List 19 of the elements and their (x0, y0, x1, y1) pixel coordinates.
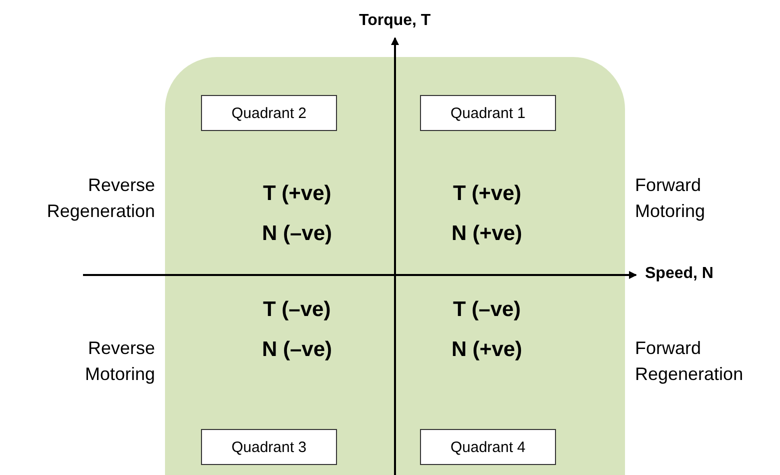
quadrant-background (165, 57, 625, 475)
sign-label: N (–ve) (262, 338, 332, 362)
quadrant-label: Quadrant 1 (420, 95, 556, 131)
sign-label: N (+ve) (452, 222, 522, 246)
quadrant-label: Quadrant 2 (201, 95, 337, 131)
sign-label: N (–ve) (262, 222, 332, 246)
quadrant-label: Quadrant 4 (420, 429, 556, 465)
sign-label: T (+ve) (453, 182, 522, 206)
quadrant-label: Quadrant 3 (201, 429, 337, 465)
sign-label: T (–ve) (453, 298, 521, 322)
sign-label: N (+ve) (452, 338, 522, 362)
mode-label: Reverse Motoring (84, 337, 155, 386)
mode-label: Forward Regeneration (635, 337, 744, 386)
sign-label: T (–ve) (263, 298, 331, 322)
mode-label: Reverse Regeneration (46, 174, 155, 223)
sign-label: T (+ve) (263, 182, 332, 206)
axis-label: Torque, T (359, 12, 431, 30)
axis-label: Speed, N (645, 265, 714, 283)
mode-label: Forward Motoring (635, 174, 706, 223)
